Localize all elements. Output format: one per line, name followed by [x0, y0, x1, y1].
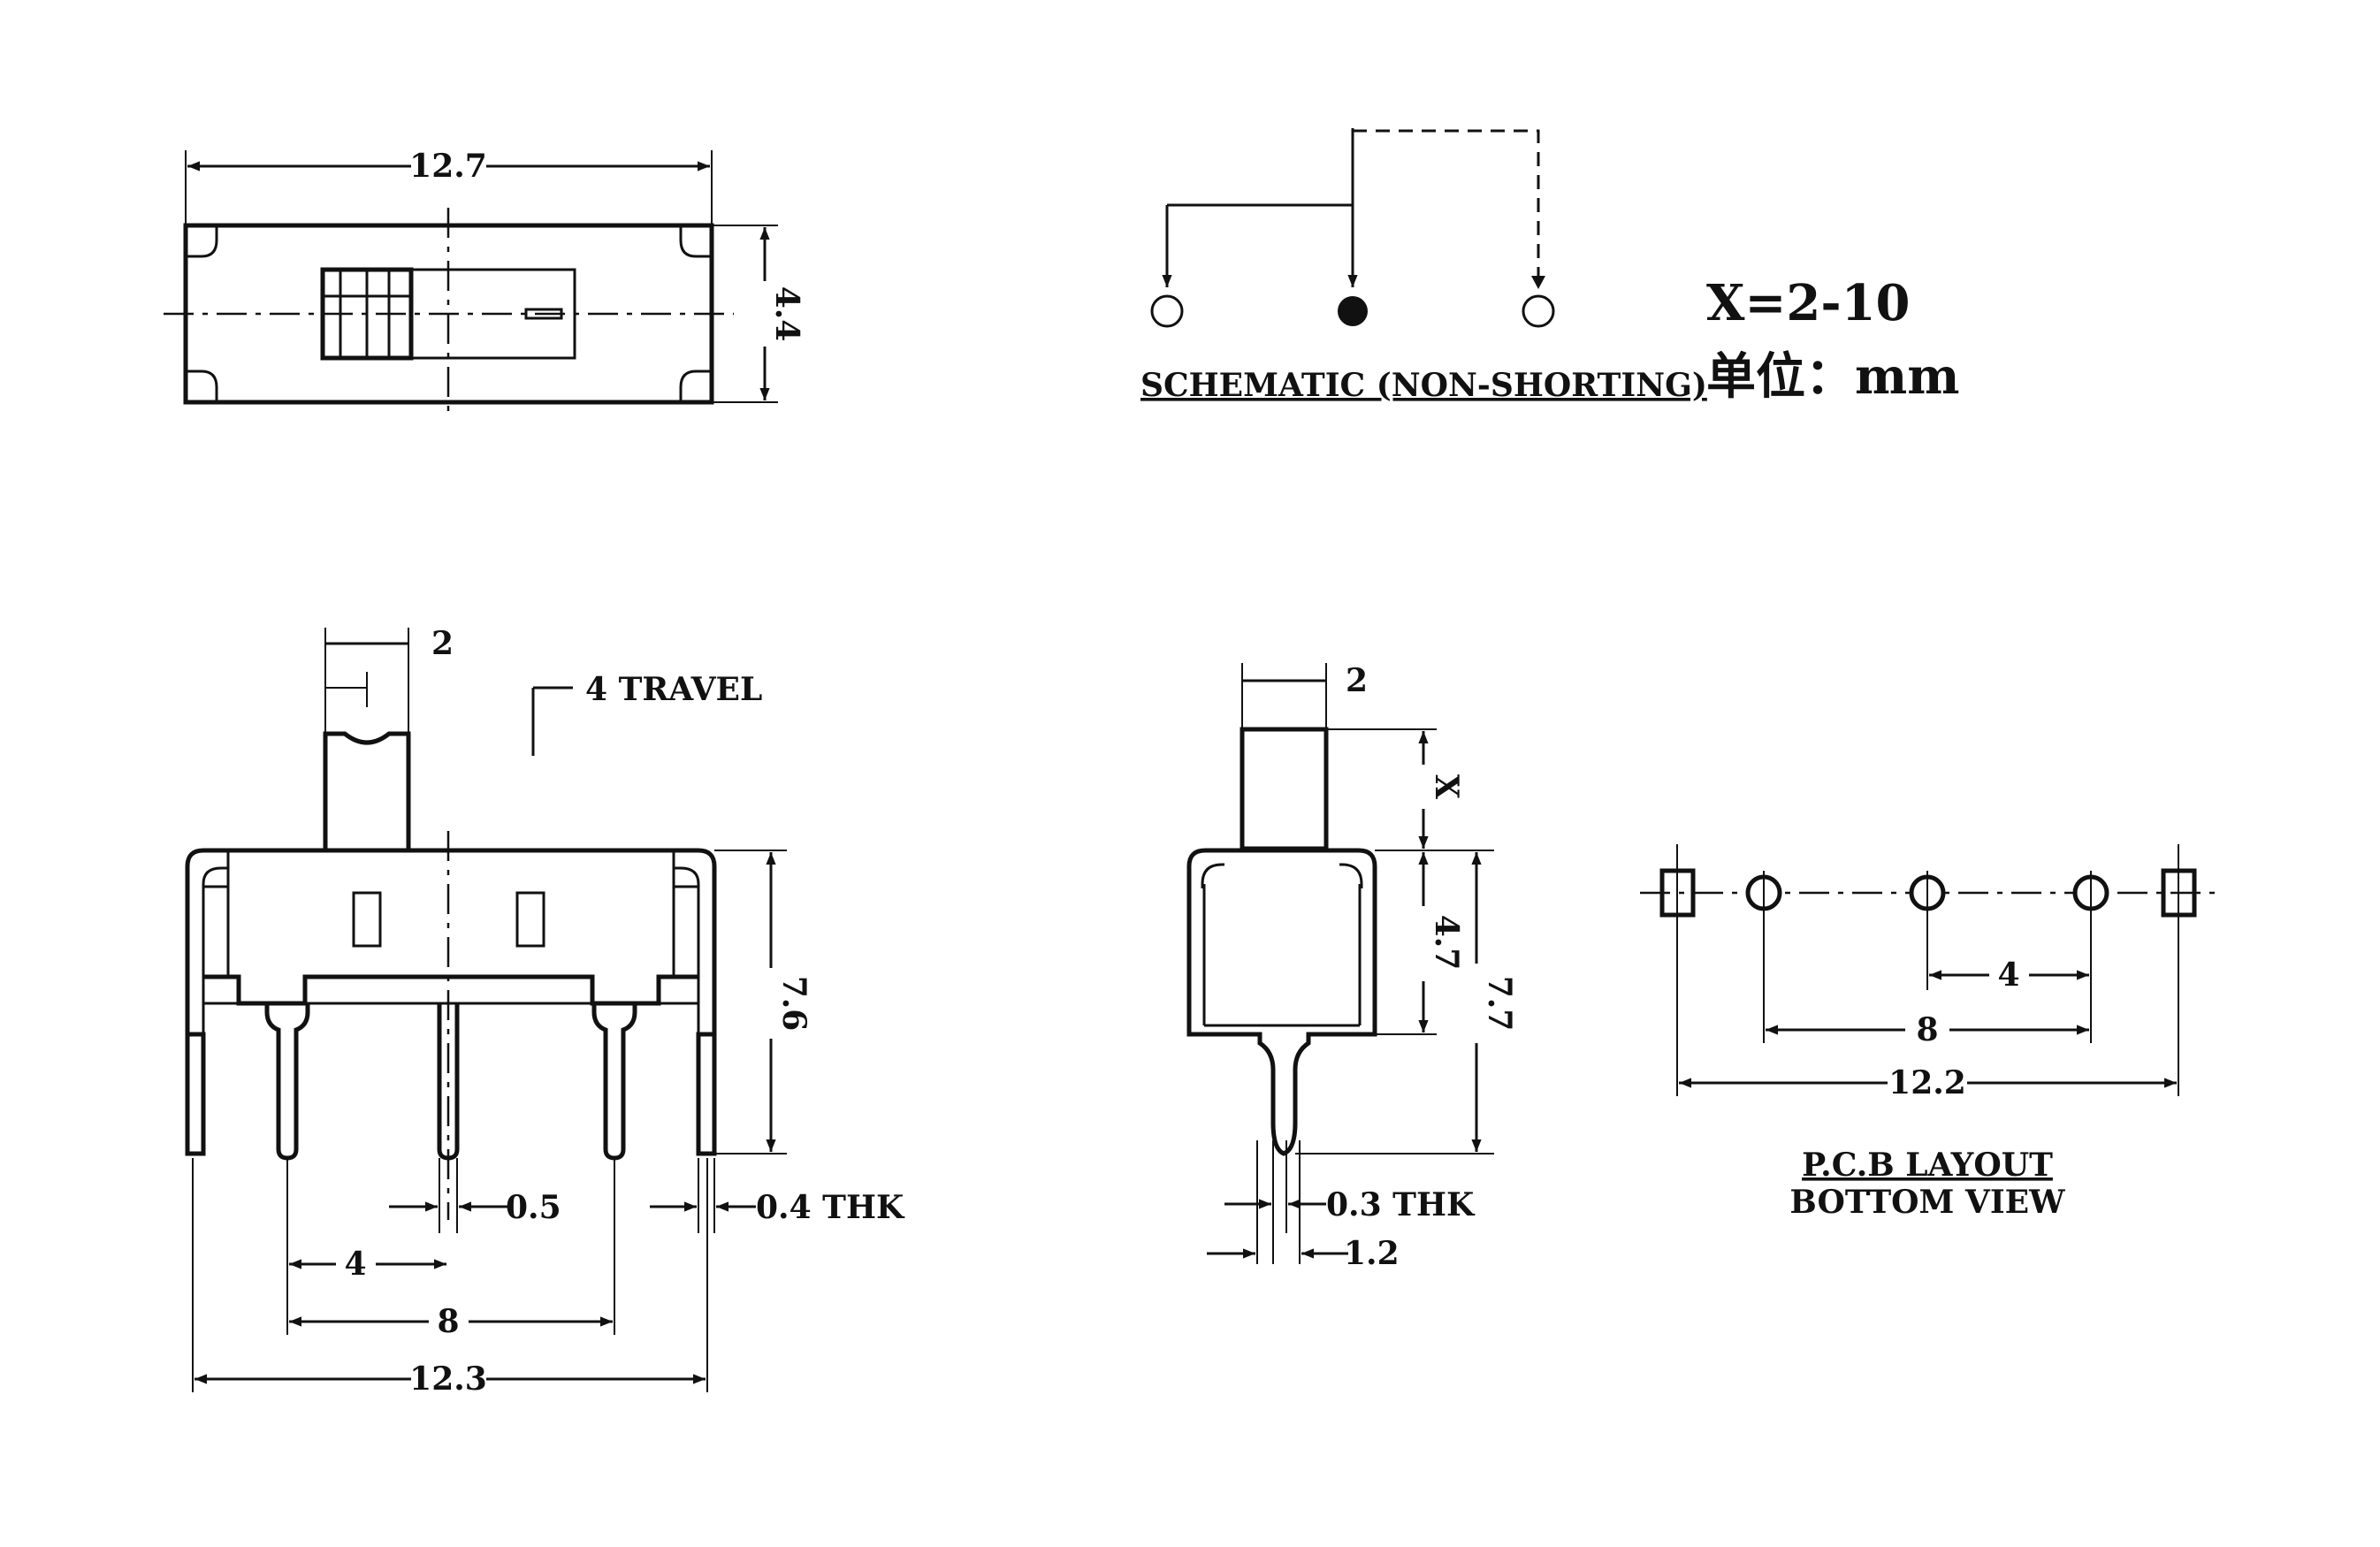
front-dim-overall: 12.3 — [409, 1360, 487, 1398]
pcb-subtitle: BOTTOM VIEW — [1789, 1184, 2065, 1221]
front-dim-travel: 4 TRAVEL — [585, 671, 762, 708]
open-contact-icon — [1150, 294, 1184, 328]
schematic: SCHEMATIC (NON-SHORTING) — [1140, 128, 1707, 404]
pcb-title: P.C.B LAYOUT — [1802, 1147, 2053, 1184]
side-dim-pin-thickness: 0.3 THK — [1326, 1186, 1476, 1223]
front-dim-height: 7.6 — [775, 976, 812, 1032]
closed-contact-icon — [1338, 296, 1368, 326]
front-dim-pitch: 4 — [344, 1246, 366, 1283]
pcb-layout: 4 8 12.2 P.C.B LAYOUT BOTTOM VIEW — [1640, 844, 2215, 1221]
front-view: 2 4 TRAVEL 7.6 — [185, 625, 905, 1398]
top-dim-length: 12.7 — [409, 148, 487, 185]
unit-note: 单位：mm — [1706, 347, 1960, 406]
notes: X=2-10 单位：mm — [1706, 274, 1960, 406]
side-dim-total-height: 7.7 — [1481, 976, 1518, 1032]
schematic-title: SCHEMATIC (NON-SHORTING) — [1140, 367, 1707, 404]
side-dim-actuator-height: X — [1428, 774, 1465, 799]
open-contact-icon — [1522, 294, 1555, 328]
side-dim-body-height: 4.7 — [1428, 915, 1465, 971]
side-view: 2 X 4.7 7.7 0.3 THK — [1186, 662, 1518, 1272]
side-dim-actuator-width: 2 — [1346, 662, 1368, 699]
top-dim-height: 4.4 — [768, 286, 805, 342]
front-dim-tab-thickness: 0.4 THK — [756, 1189, 905, 1226]
x-range-note: X=2-10 — [1706, 274, 1911, 332]
front-dim-span: 8 — [437, 1303, 459, 1340]
side-dim-pin-width: 1.2 — [1344, 1235, 1400, 1272]
top-view: 12.7 4.4 — [164, 148, 805, 420]
front-dim-pin-width: 0.5 — [506, 1189, 561, 1226]
pcb-dim-span: 8 — [1916, 1011, 1938, 1048]
pcb-dim-pitch: 4 — [1997, 956, 2019, 994]
front-dim-actuator-width: 2 — [431, 625, 454, 662]
pcb-dim-overall: 12.2 — [1888, 1064, 1966, 1101]
